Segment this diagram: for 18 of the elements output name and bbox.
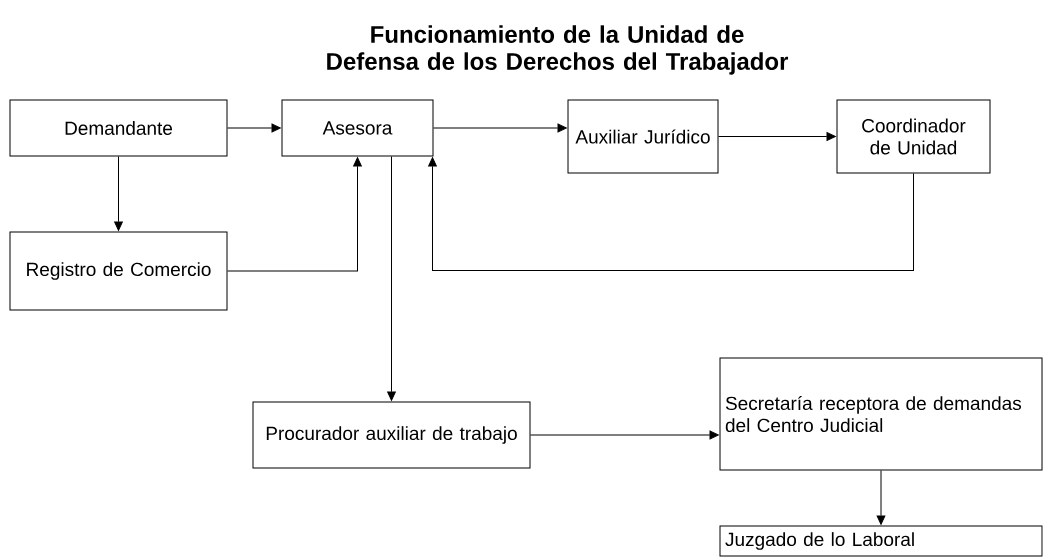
arrow <box>876 470 886 525</box>
process-box: Auxiliar Jurídico <box>567 99 719 174</box>
process-box: Secretaría receptora de demandas del Centro Judicial <box>719 357 1043 471</box>
title: Funcionamiento de la Unidad de Defensa de los Derechos del Trabajador <box>327 25 789 75</box>
process-box: Demandante <box>9 99 228 157</box>
process-box: Juzgado de lo Laboral <box>719 525 1043 557</box>
arrow <box>227 157 362 272</box>
process-box: Asesora <box>281 99 434 157</box>
arrow <box>114 156 123 231</box>
arrow <box>718 132 836 141</box>
arrow <box>428 157 914 271</box>
arrow <box>433 123 567 133</box>
process-box: Registro de Comercio <box>9 231 228 311</box>
process-box: Procurador auxiliar de trabajo <box>252 401 531 469</box>
process-box: Coordinador de Unidad <box>836 99 991 174</box>
arrow <box>227 123 281 133</box>
arrow <box>530 430 719 440</box>
arrow <box>387 156 396 401</box>
